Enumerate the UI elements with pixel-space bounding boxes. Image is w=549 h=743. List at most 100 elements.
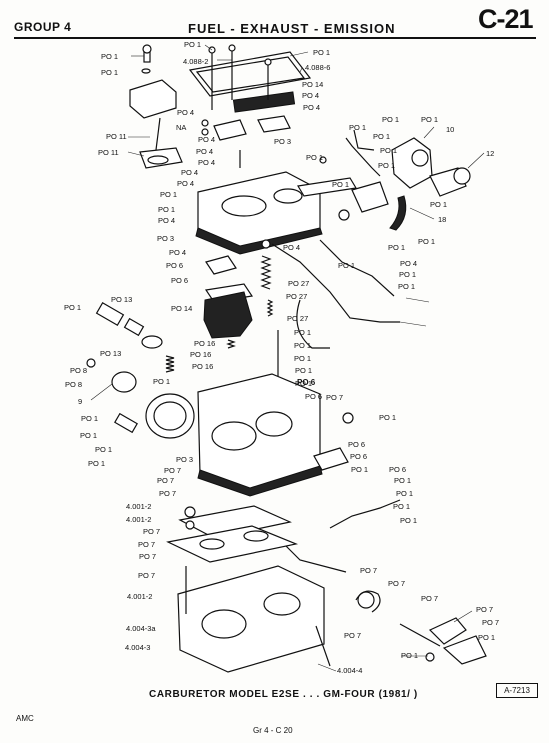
callout: PO 6 <box>166 261 183 270</box>
callout: PO 6 <box>350 452 367 461</box>
footer-page-ref: Gr 4 - C 20 <box>253 726 293 735</box>
callout: PO 1 <box>332 180 349 189</box>
callout: PO 1 <box>393 502 410 511</box>
callout: PO 1 <box>313 48 330 57</box>
callout: PO 7 <box>476 605 493 614</box>
callout: PO 1 <box>160 190 177 199</box>
callout: PO 6 <box>348 440 365 449</box>
callout: PO 1 <box>81 414 98 423</box>
callout: PO 4 <box>169 248 186 257</box>
callout: PO 13 <box>111 295 132 304</box>
callout: PO 1 <box>101 52 118 61</box>
callout: PO 4 <box>198 158 215 167</box>
callout: PO 1 <box>373 132 390 141</box>
callout: PO 7 <box>143 527 160 536</box>
header-rule <box>14 37 536 39</box>
callout: PO 6 <box>171 276 188 285</box>
pump-linkage <box>201 115 291 168</box>
callout: PO 1 <box>295 366 312 375</box>
callout: PO 4 <box>283 243 300 252</box>
callout: PO 27 <box>288 279 309 288</box>
air-horn <box>195 171 323 255</box>
callout: 9 <box>78 397 82 406</box>
callout: 4.088-6 <box>305 63 330 72</box>
callout: PO 7 <box>139 552 156 561</box>
callout: PO 16 <box>190 350 211 359</box>
callout: PO 1 <box>294 354 311 363</box>
callout: PO 1 <box>378 161 395 170</box>
callout: PO 1 <box>64 303 81 312</box>
callout: PO 7 <box>164 466 181 475</box>
callout: PO 1 <box>88 459 105 468</box>
leader-lines <box>90 44 485 672</box>
callout: PO 3 <box>157 234 174 243</box>
callout: PO 1 <box>80 431 97 440</box>
callout: PO 1 <box>394 476 411 485</box>
section-title: FUEL - EXHAUST - EMISSION <box>188 21 396 36</box>
callout: PO 1 <box>349 123 366 132</box>
callout: PO 1 <box>294 328 311 337</box>
choke-levers <box>297 129 389 221</box>
callout: PO 1 <box>421 115 438 124</box>
callout: PO 7 <box>157 476 174 485</box>
callout: PO 16 <box>194 339 215 348</box>
callout: PO 27 <box>286 292 307 301</box>
callout: PO 6 <box>305 392 322 401</box>
callout: PO 4 <box>158 216 175 225</box>
callout: PO 4 <box>196 147 213 156</box>
callout: PO 11 <box>98 148 119 157</box>
screws-top-left <box>141 44 152 74</box>
callout: PO 27 <box>287 314 308 323</box>
callout: PO 1 <box>338 261 355 270</box>
callout: PO 1 <box>382 115 399 124</box>
callout: PO 1 <box>380 146 397 155</box>
callout: PO 4 <box>177 179 194 188</box>
callout: PO 13 <box>100 349 121 358</box>
callout: 12 <box>486 149 494 158</box>
callout: PO 1 <box>294 341 311 350</box>
callout: 18 <box>438 215 446 224</box>
callout: PO 6 <box>297 378 316 387</box>
callout: 4.004-3 <box>125 643 150 652</box>
callout: PO 4 <box>302 91 319 100</box>
main-body <box>197 373 323 497</box>
callout: PO 1 <box>95 445 112 454</box>
callout: 4.001-2 <box>126 502 151 511</box>
callout: PO 14 <box>171 304 192 313</box>
callout: PO 1 <box>399 270 416 279</box>
callout: PO 7 <box>421 594 438 603</box>
callout: PO 7 <box>326 393 343 402</box>
callout: PO 7 <box>482 618 499 627</box>
callout: PO 7 <box>360 566 377 575</box>
base-gaskets <box>166 505 299 563</box>
callout: PO 7 <box>388 579 405 588</box>
callout: PO 1 <box>478 633 495 642</box>
footer-brand: AMC <box>16 714 34 723</box>
callout: PO 4 <box>303 103 320 112</box>
callout: PO 6 <box>389 465 406 474</box>
choke-pulloff <box>389 137 471 231</box>
callout: PO 1 <box>401 651 418 660</box>
callout: PO 8 <box>65 380 82 389</box>
callout: PO 3 <box>176 455 193 464</box>
callout: PO 14 <box>302 80 323 89</box>
fuel-inlet-fittings <box>86 301 163 368</box>
callout-labels: PO 1 PO 1 PO 1 4.088-2 PO 1 4.088-6 PO 1… <box>64 40 499 675</box>
callout: PO 1 <box>351 465 368 474</box>
throttle-linkage <box>283 412 401 613</box>
callout: PO 1 <box>398 282 415 291</box>
group-label: GROUP 4 <box>14 20 72 34</box>
callout: PO 1 <box>388 243 405 252</box>
callout: PO 1 <box>295 379 312 388</box>
callout: 4.001-2 <box>127 592 152 601</box>
air-horn-cover <box>188 44 312 113</box>
callout: PO 1 <box>306 153 323 162</box>
callout: PO 1 <box>430 200 447 209</box>
callout: 4.001-2 <box>126 515 151 524</box>
callout: PO 4 <box>198 135 215 144</box>
callout: PO 1 <box>101 68 118 77</box>
float-assembly <box>203 255 254 339</box>
callout: 4.088-2 <box>183 57 208 66</box>
callout: PO 1 <box>184 40 201 49</box>
